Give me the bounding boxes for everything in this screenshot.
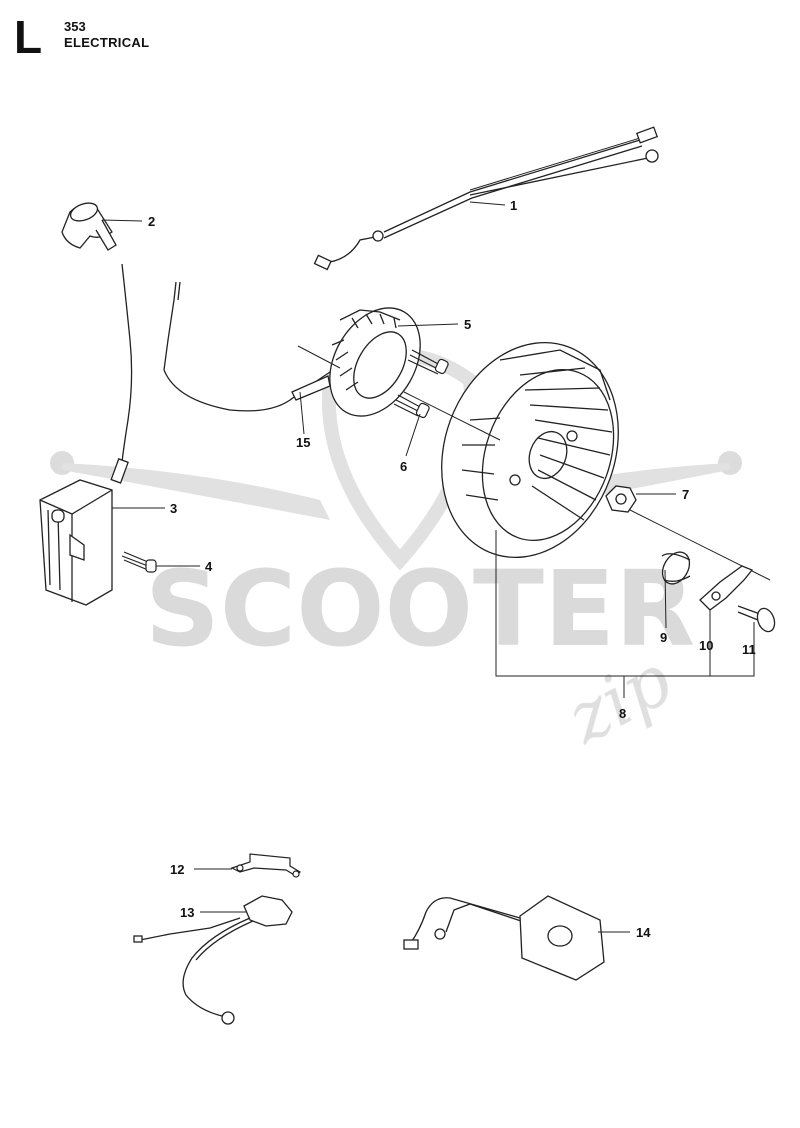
leader-lines (101, 201, 755, 933)
callout-labels: 1 2 3 4 5 6 7 8 9 10 11 12 13 14 15 (148, 198, 756, 940)
callout-13: 13 (180, 905, 194, 920)
part-3-ignition-module (39, 263, 133, 606)
part-11-pivot-pin (737, 605, 776, 633)
part-10-pawl (699, 565, 754, 611)
section-letter: L (14, 11, 43, 63)
part-5-stator-coil (329, 307, 421, 417)
callout-2: 2 (148, 214, 155, 229)
callout-4: 4 (205, 559, 213, 574)
callout-15: 15 (296, 435, 310, 450)
part-2-spark-plug-cap (61, 202, 117, 251)
callout-8: 8 (619, 706, 626, 721)
part-1-wiring-harness (313, 126, 659, 271)
callout-3: 3 (170, 501, 177, 516)
callout-11: 11 (742, 642, 756, 657)
part-6-screws (393, 349, 449, 419)
callout-14: 14 (636, 925, 651, 940)
section-title: ELECTRICAL (64, 35, 150, 50)
part-9-spring (661, 551, 691, 585)
callout-9: 9 (660, 630, 667, 645)
callout-10: 10 (699, 638, 713, 653)
part-12-bracket (230, 853, 301, 878)
callout-7: 7 (682, 487, 689, 502)
part-13-sensor (133, 895, 293, 1025)
part-15-wire (163, 281, 331, 412)
part-7-nut (605, 485, 637, 513)
part-8-flywheel (441, 341, 619, 559)
watermark-brand: SCOOTER (145, 548, 695, 670)
part-14-plate (403, 895, 605, 981)
callout-1: 1 (510, 198, 517, 213)
callout-12: 12 (170, 862, 184, 877)
model-number: 353 (64, 19, 86, 34)
callout-6: 6 (400, 459, 407, 474)
watermark: SCOOTER zip (50, 348, 742, 760)
callout-5: 5 (464, 317, 471, 332)
